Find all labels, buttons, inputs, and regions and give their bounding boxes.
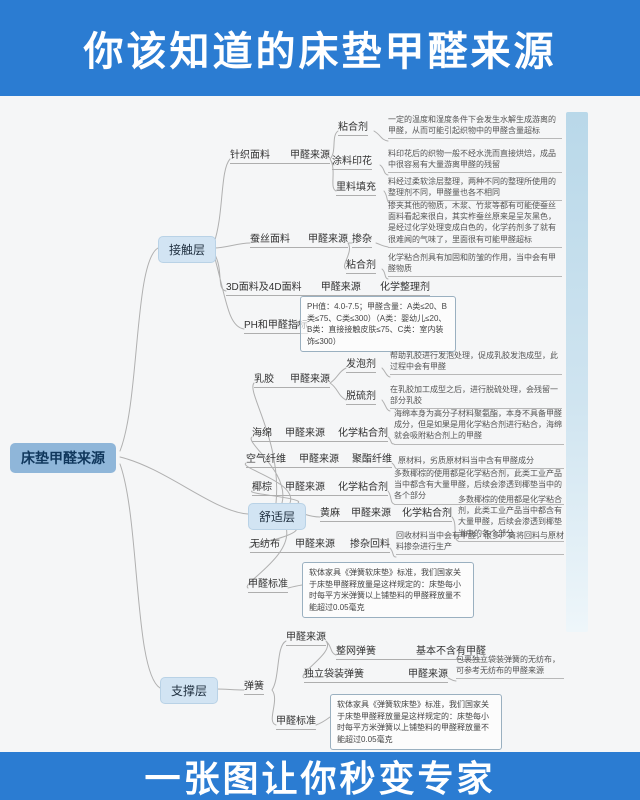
branch-label: 椰棕 [252, 482, 272, 493]
footer-title: 一张图让你秒变专家 [144, 758, 496, 799]
branch-silk-fabric: 蚕丝面料 甲醛来源 [250, 230, 348, 248]
desc-lining-filling: 料经过柔软涂层整理，两种不同的整理所使用的整理剂不同，甲醛量也各不相同 [388, 176, 562, 202]
desc-pocket-spring: 包裹独立袋装弹簧的无纺布，可参考无纺布的甲醛来源 [456, 654, 564, 680]
branch-label: 乳胶 [254, 374, 274, 385]
note-formaldehyde-standard-support: 软体家具《弹簧软床垫》标准，我们国家关于床垫甲醛释放量是这样规定的：床垫每小时每… [330, 694, 502, 751]
source-tag: 甲醛来源 [290, 374, 330, 385]
branch-label: 蚕丝面料 [250, 234, 290, 245]
branch-knitted-fabric: 针织面料 甲醛来源 [230, 146, 330, 164]
source-tag: 甲醛来源 [320, 282, 361, 293]
bottom-banner: 一张图让你秒变专家 [0, 752, 640, 800]
layer-box-contact: 接触层 [158, 236, 217, 263]
branch-jute: 黄麻 甲醛来源 化学粘合剂 [320, 504, 452, 522]
leaf-desulfurizer: 脱硫剂 [346, 387, 376, 405]
source-value: 化学粘合剂 [402, 508, 452, 519]
decorative-gradient-bar [566, 112, 588, 632]
leaf-ph-indicator: PH和甲醛指标 [244, 316, 308, 334]
branch-label: 空气纤维 [246, 454, 286, 465]
source-value: 化学整理剂 [379, 282, 430, 293]
root-node: 床垫甲醛来源 [10, 443, 116, 473]
branch-whole-net-spring: 整网弹簧 基本不含有甲醛 [336, 642, 486, 660]
branch-label: 黄麻 [320, 508, 340, 519]
leaf-paint-printing: 涂料印花 [332, 152, 372, 170]
leaf-silk-adhesive: 粘合剂 [346, 256, 376, 274]
source-tag: 甲醛来源 [290, 150, 330, 161]
source-tag: 甲醛来源 [285, 428, 325, 439]
desc-sponge: 海绵本身为高分子材料聚氨酯，本身不具备甲醛成分，但是如果是用化学粘合剂进行粘合，… [394, 408, 564, 445]
source-tag: 甲醛来源 [351, 508, 391, 519]
leaf-foaming-agent: 发泡剂 [346, 355, 376, 373]
source-tag: 甲醛来源 [308, 234, 348, 245]
branch-nonwoven: 无纺布 甲醛来源 掺杂回料 [250, 535, 390, 553]
desc-paint-printing: 料印花后的织物一般不经水洗而直接烘焙，成品中很容易有大量游离甲醛的残留 [388, 148, 562, 174]
branch-3d-4d-fabric: 3D面料及4D面料 甲醛来源 化学整理剂 [226, 278, 430, 296]
desc-desulfurizer: 在乳胶加工成型之后，进行脱硫处理，会残留一部分乳胶 [390, 384, 562, 410]
leaf-lining-filling: 里料填充 [336, 178, 376, 196]
source-tag: 甲醛来源 [285, 482, 325, 493]
desc-jute: 多数椰棕的使用都是化学粘合剂，此类工业产品当中都含有大量甲醛，后续会渗透到椰垫当… [458, 494, 564, 542]
desc-doping: 掺夹其他的物质，木浆、竹浆等都有可能使蚕丝面料看起来很白，其实柞蚕丝原来是呈灰黑… [388, 200, 562, 248]
desc-foaming-agent: 帮助乳胶进行发泡处理，促成乳胶发泡成型，此过程中会有甲醛 [390, 350, 562, 376]
leaf-spring: 弹簧 [244, 677, 264, 695]
branch-latex: 乳胶 甲醛来源 [254, 370, 330, 388]
layer-box-comfort: 舒适层 [248, 503, 307, 530]
source-value: 化学粘合剂 [338, 428, 388, 439]
source-value: 掺杂回料 [350, 539, 390, 550]
branch-label: 3D面料及4D面料 [226, 282, 302, 293]
source-tag: 甲醛来源 [295, 539, 335, 550]
page-title: 你该知道的床垫甲醛来源 [83, 30, 557, 74]
desc-adhesive: 一定的温度和湿度条件下会发生水解生成游离的甲醛，从而可能引起织物中的甲醛含量超标 [388, 114, 562, 140]
leaf-formaldehyde-standard-support: 甲醛标准 [276, 712, 316, 730]
desc-silk-adhesive: 化学粘合剂具有加固和防皱的作用，当中会有甲醛物质 [388, 252, 562, 278]
source-tag: 甲醛来源 [299, 454, 339, 465]
layer-box-support: 支撑层 [160, 677, 219, 704]
branch-label: 海绵 [252, 428, 272, 439]
leaf-doping: 掺杂 [352, 230, 372, 248]
source-value: 聚酯纤维 [352, 454, 392, 465]
leaf-adhesive: 粘合剂 [338, 118, 368, 136]
branch-sponge: 海绵 甲醛来源 化学粘合剂 [252, 424, 388, 442]
desc-coconut-palm: 多数椰棕的使用都是化学粘合剂，此类工业产品当中都含有大量甲醛，后续会渗透到椰垫当… [394, 468, 564, 505]
source-value: 基本不含有甲醛 [416, 646, 486, 657]
source-tag: 甲醛来源 [408, 669, 448, 680]
branch-label: 无纺布 [250, 539, 280, 550]
branch-coconut-palm: 椰棕 甲醛来源 化学粘合剂 [252, 478, 388, 496]
branch-air-fiber: 空气纤维 甲醛来源 聚酯纤维 [246, 450, 392, 468]
note-formaldehyde-standard-comfort: 软体家具《弹簧软床垫》标准，我们国家关于床垫甲醛释放量是这样规定的：床垫每小时每… [302, 562, 474, 619]
branch-label: 整网弹簧 [336, 646, 376, 657]
desc-nonwoven: 回收材料当中会有甲醛，很多厂商将回料与原材料掺杂进行生产 [396, 530, 564, 556]
branch-pocket-spring: 独立袋装弹簧 甲醛来源 [304, 665, 448, 683]
source-value: 化学粘合剂 [338, 482, 388, 493]
top-banner: 你该知道的床垫甲醛来源 [0, 0, 640, 96]
note-ph-standard: PH值：4.0-7.5；甲醛含量：A类≤20、B类≤75、C类≤300）（A类：… [300, 296, 456, 353]
branch-label: 针织面料 [230, 150, 270, 161]
branch-label: 独立袋装弹簧 [304, 669, 364, 680]
desc-air-fiber: 原材料，劣质原材料当中含有甲醛成分 [398, 455, 564, 470]
leaf-spring-source-tag: 甲醛来源 [286, 628, 326, 646]
leaf-formaldehyde-standard-comfort: 甲醛标准 [248, 575, 288, 593]
